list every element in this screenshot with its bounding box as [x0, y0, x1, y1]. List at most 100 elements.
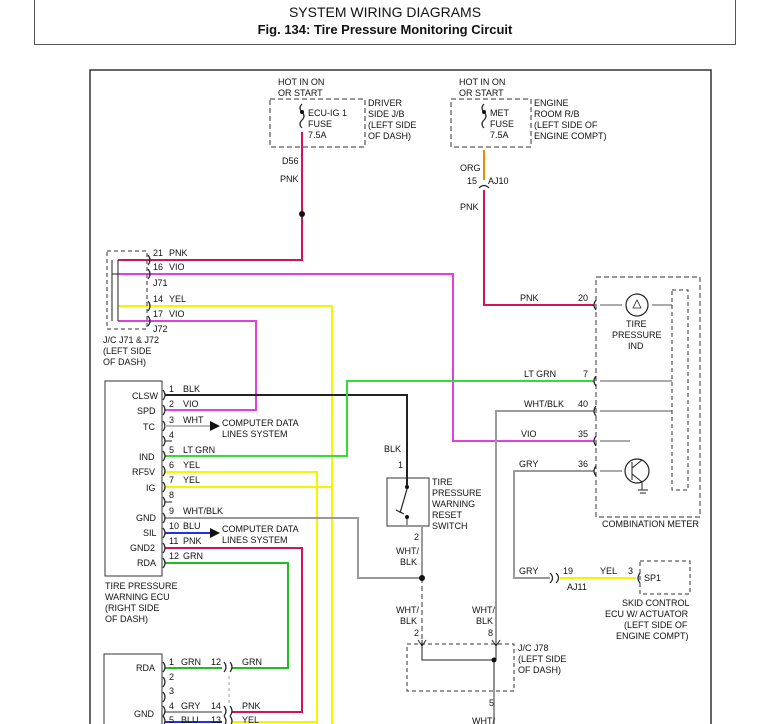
- ecu-name-1: TIRE PRESSURE: [105, 581, 178, 591]
- jc-label-3: OF DASH): [103, 357, 146, 367]
- wire-ltgrn-ind: [165, 380, 594, 457]
- ecu-color-3: WHT: [183, 415, 204, 425]
- wire-gry-meter: [513, 470, 594, 579]
- fuse-left-name-3: 7.5A: [308, 130, 327, 140]
- wire-yel-ig: [165, 471, 318, 724]
- tire-pressure-ind-lamp: [625, 293, 649, 317]
- ecu-name-2: WARNING ECU: [105, 592, 170, 602]
- combination-meter: TIRE PRESSURE IND COMBINATION METER PNK …: [519, 276, 701, 529]
- ecu-pin-7: 7: [169, 475, 174, 485]
- wire-pnk-meter: [483, 190, 594, 306]
- j78-name-3: OF DASH): [518, 665, 561, 675]
- lower-pin-2: 2: [169, 672, 174, 682]
- arrow-data-lines-1: [210, 421, 220, 431]
- fuse-left-loc-1: DRIVER: [368, 98, 403, 108]
- fuse-left-loc-2: SIDE J/B: [368, 109, 405, 119]
- tire-pressure-reset-switch: BLK 1 2 WHT/ BLK TIRE PRESSURE WARNING R…: [384, 444, 482, 567]
- jc-pin-17: 17: [153, 309, 163, 319]
- ecu-name-3: (RIGHT SIDE: [105, 603, 159, 613]
- meter-color-35: VIO: [521, 429, 537, 439]
- ecu-data-lines-2a: COMPUTER DATA: [222, 524, 299, 534]
- lower-pin-1: 1: [169, 657, 174, 667]
- jc-color-16: VIO: [169, 262, 185, 272]
- skid-name-4: ENGINE COMPT): [616, 631, 689, 641]
- j78-pin-right: 8: [488, 628, 493, 638]
- wire-whtblk-gnd: [165, 517, 422, 579]
- switch-name-4: RESET: [432, 510, 463, 520]
- ecu-data-lines-2b: LINES SYSTEM: [222, 535, 288, 545]
- wire-grn-rda: [165, 562, 289, 669]
- switch-pin-bottom: 2: [414, 532, 419, 542]
- lower-pin-4: 4: [169, 701, 174, 711]
- lower-sensor-unit: RDA GND 1 GRN 12 GRN 2 3 4 GRY 14 PNK 5 …: [103, 653, 262, 724]
- meter-color-36: GRY: [519, 459, 538, 469]
- diagram-header: SYSTEM WIRING DIAGRAMS Fig. 134: Tire Pr…: [34, 0, 736, 45]
- lower-inline-connectors: [223, 661, 233, 724]
- wire-whtblk-meter: [495, 410, 594, 640]
- skid-pin-3: 3: [628, 566, 633, 576]
- connector-j72: J72: [153, 324, 168, 334]
- fuse-ecu-ig1: HOT IN ON OR START ECU-IG 1 FUSE 7.5A DR…: [269, 77, 416, 148]
- meter-ind-3: IND: [628, 341, 644, 351]
- lower-color-5: BLU: [181, 715, 199, 724]
- ecu-pin-4: 4: [169, 430, 174, 440]
- j78-name-2: (LEFT SIDE: [518, 654, 566, 664]
- connector-aj10-symbol: [478, 184, 490, 189]
- ecu-terminal-tc: TC: [143, 422, 155, 432]
- fuse-left-name-1: ECU-IG 1: [308, 108, 347, 118]
- meter-color-40: WHT/BLK: [524, 399, 564, 409]
- meter-pin-symbols: [593, 299, 597, 477]
- switch-wire-bottom-2: BLK: [400, 557, 417, 567]
- ecu-color-6: YEL: [183, 460, 200, 470]
- fuse-right-loc-2: ROOM R/B: [534, 109, 580, 119]
- meter-internal-wires: [600, 304, 672, 472]
- switch-name-3: WARNING: [432, 499, 475, 509]
- ecu-pin-symbols: [162, 389, 166, 569]
- lower-pin-symbols: [162, 661, 166, 724]
- switch-name-1: TIRE: [432, 477, 453, 487]
- lower-color-4: GRY: [181, 701, 200, 711]
- j78-bottom-wire: WHT/: [472, 716, 495, 724]
- connector-aj10: AJ10: [488, 176, 509, 186]
- ecu-terminal-ind: IND: [139, 452, 155, 462]
- lower-terminal-rda: RDA: [136, 663, 155, 673]
- j78-right-wire-1: WHT/: [472, 605, 495, 615]
- jc-color-17: VIO: [169, 309, 185, 319]
- figure-caption: Fig. 134: Tire Pressure Monitoring Circu…: [257, 22, 513, 37]
- wire-pnk-fuse-left: [118, 132, 303, 261]
- lower-color2-5: YEL: [242, 715, 259, 724]
- switch-name-5: SWITCH: [432, 521, 468, 531]
- lower-color2-4: PNK: [242, 701, 261, 711]
- switch-name-2: PRESSURE: [432, 488, 482, 498]
- ecu-pin-5: 5: [169, 445, 174, 455]
- fuse-right-name-1: MET: [490, 108, 510, 118]
- tire-pressure-warning-ecu: CLSW SPD TC IND RF5V IG GND SIL GND2 RDA…: [104, 380, 299, 624]
- ecu-color-7: YEL: [183, 475, 200, 485]
- j78-pin-left: 2: [414, 628, 419, 638]
- jc-label-1: J/C J71 & J72: [103, 335, 159, 345]
- jc-pin-symbols: [147, 254, 151, 327]
- ecu-pin-8: 8: [169, 490, 174, 500]
- fuse-right-loc-3: (LEFT SIDE OF: [534, 120, 598, 130]
- wire-vio-meter: [118, 273, 594, 442]
- meter-pin-7: 7: [583, 369, 588, 379]
- lower-pin2-4: 14: [211, 701, 221, 711]
- fuse-right-name-3: 7.5A: [490, 130, 509, 140]
- header-title: SYSTEM WIRING DIAGRAMS: [288, 4, 482, 20]
- wire-pnk-11: [165, 547, 303, 713]
- meter-ind-1: TIRE: [626, 319, 647, 329]
- wire-label-org: ORG: [460, 163, 481, 173]
- j78-left-wire-2: BLK: [400, 616, 417, 626]
- lower-color2-1: GRN: [242, 657, 262, 667]
- jc-color-21: PNK: [169, 248, 188, 258]
- lower-pin2-1: 12: [211, 657, 221, 667]
- connector-d56: D56: [282, 156, 299, 166]
- ecu-color-2: VIO: [183, 399, 199, 409]
- fuse-right-hot-2: OR START: [459, 88, 504, 98]
- ecu-terminal-rf5v: RF5V: [132, 467, 155, 477]
- ecu-pins: 1 BLK 2 VIO 3 WHT 4 5 LT GRN 6 YEL 7 YEL…: [169, 384, 223, 561]
- skid-wire-gry: GRY: [519, 566, 538, 576]
- ecu-data-lines-1a: COMPUTER DATA: [222, 418, 299, 428]
- ecu-pin-10: 10: [169, 521, 179, 531]
